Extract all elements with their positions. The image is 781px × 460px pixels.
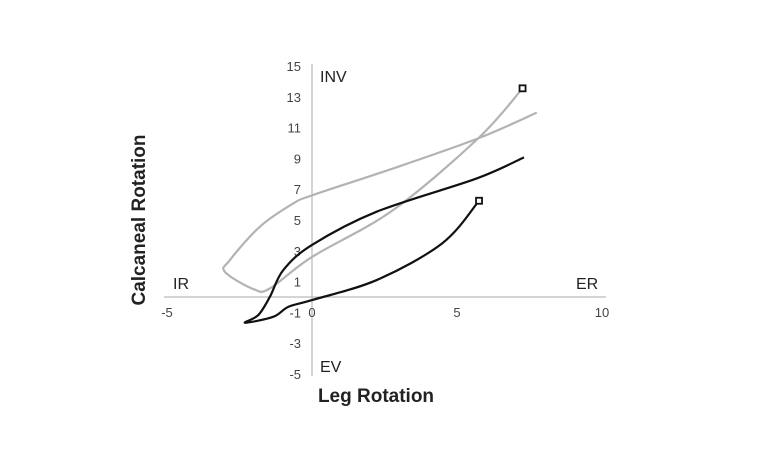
x-tick-label: 5 — [453, 305, 460, 320]
ev-label: EV — [320, 359, 342, 376]
y-tick-label: -5 — [289, 367, 301, 382]
inv-label: INV — [320, 69, 347, 86]
er-label: ER — [576, 276, 598, 293]
x-tick-label: 10 — [595, 305, 609, 320]
y-tick-label: 15 — [287, 59, 301, 74]
y-tick-label: 7 — [294, 182, 301, 197]
y-axis-title: Calcaneal Rotation — [129, 134, 150, 305]
x-axis-title: Leg Rotation — [318, 386, 434, 407]
series-gray-line — [222, 87, 538, 293]
series-black-start-marker — [475, 196, 483, 205]
y-tick-label: 3 — [294, 244, 301, 259]
y-tick-label: 13 — [287, 90, 301, 105]
ir-label: IR — [173, 276, 189, 293]
x-tick-label: -5 — [161, 305, 173, 320]
y-tick-label: 5 — [294, 213, 301, 228]
y-tick-label: 1 — [294, 275, 301, 290]
y-tick-label: -1 — [289, 305, 301, 320]
y-tick-label: 9 — [294, 151, 301, 166]
series-black-line — [243, 156, 525, 324]
y-tick-label: 11 — [288, 121, 302, 136]
series-gray-start-marker — [518, 84, 527, 93]
y-tick-label: -3 — [289, 336, 301, 351]
x-tick-label: 0 — [308, 305, 315, 320]
